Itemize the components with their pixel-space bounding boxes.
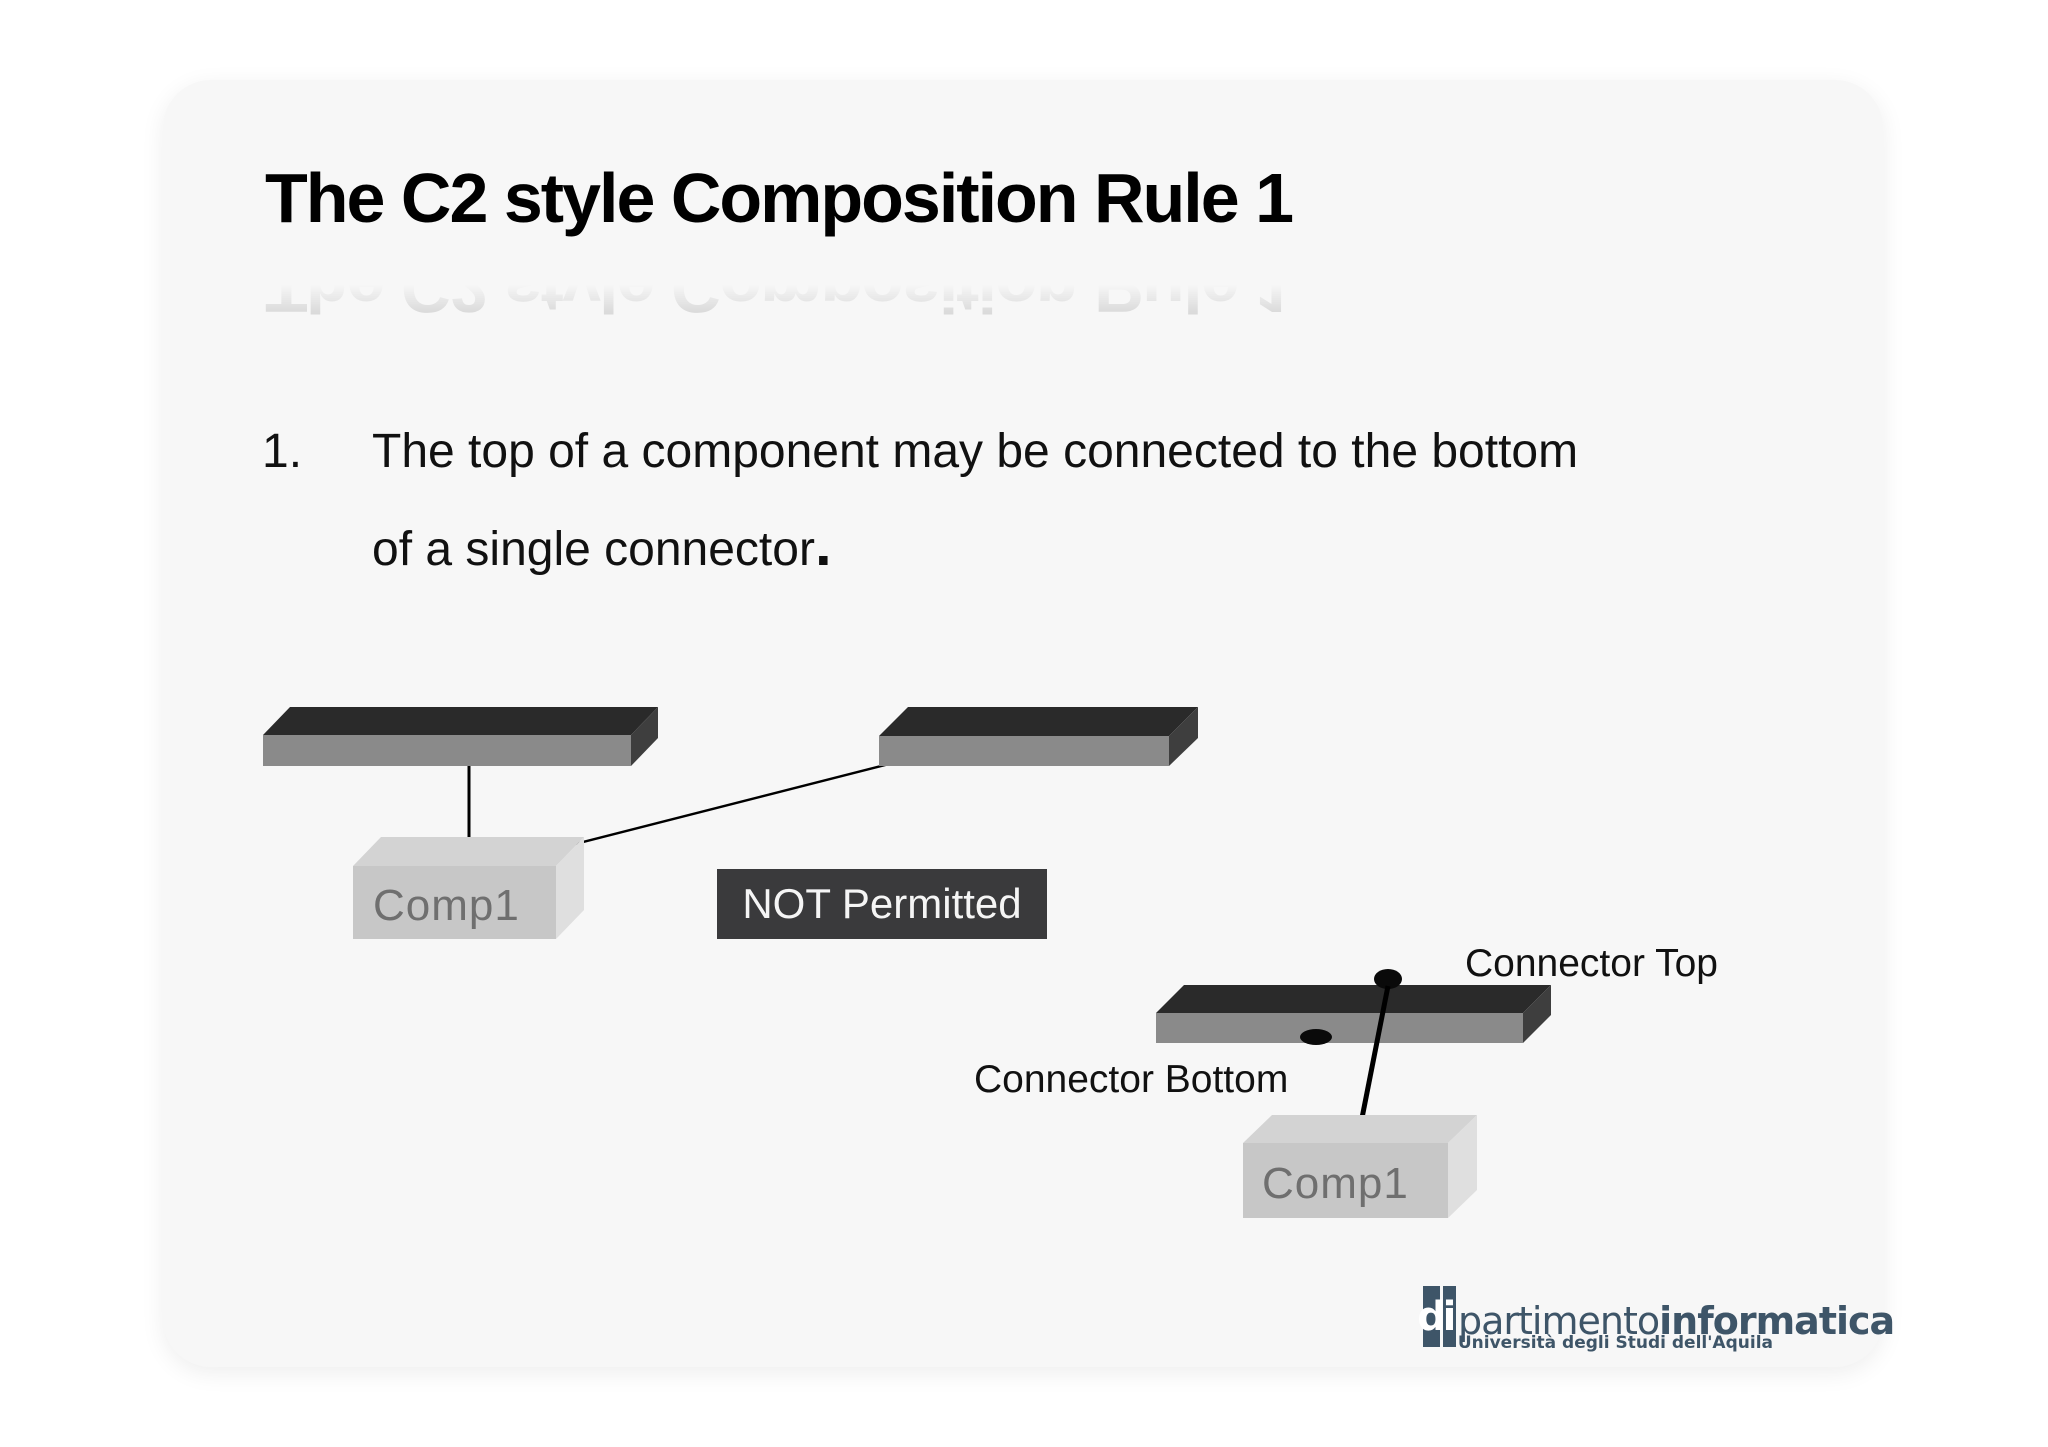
component2-side-face [1448,1115,1477,1218]
connector-top-label: Connector Top [1465,942,1718,985]
connector3-front-face [1156,1013,1523,1043]
logo-wordmark-row: d i partimentoinformatica [1417,1286,1895,1347]
bullet-number: 1. [262,425,303,478]
component2: Comp1 [1243,1115,1477,1218]
component2-front-face [1243,1143,1448,1218]
connector1 [263,707,658,766]
connector2 [879,707,1198,766]
connector1-top-face [263,707,658,735]
logo-wordmark-regular: partimento [1458,1299,1660,1343]
connector2-side-face [1169,707,1198,766]
connector3 [1156,969,1551,1045]
bullet-period: . [814,511,832,578]
connector2-top-face [879,707,1198,736]
connector3-side-face [1523,985,1551,1043]
top-port-connection-line [1359,985,1391,1119]
component1-side-face [556,837,584,939]
connector1-front-face [263,735,631,766]
bullet-text-line2-body: of a single connector [372,523,815,576]
not-permitted-badge: NOT Permitted [717,869,1047,939]
department-logo: d i partimentoinformatica Università deg… [1417,1286,1895,1353]
connector-bottom-port-dot [1300,1029,1332,1045]
component1-front-face [353,866,556,939]
logo-wordmark-bold: informatica [1659,1299,1895,1343]
slide-title: The C2 style Composition Rule 1 [265,159,1294,237]
component2-label: Comp1 [1262,1159,1409,1208]
logo-d-block: d [1417,1286,1446,1347]
logo-wordmark: partimentoinformatica [1458,1299,1895,1343]
bullet-text-line2: of a single connector. [372,515,832,577]
component1: Comp1 [353,837,584,939]
connector2-front-face [879,736,1169,766]
logo-subtitle: Università degli Studi dell'Aquila [1457,1333,1773,1353]
connector-top-port-dot [1374,969,1402,989]
connector3-top-face [1156,985,1551,1013]
logo-i-block: i [1443,1286,1456,1347]
bullet-text-line1: The top of a component may be connected … [372,425,1579,478]
connector-bottom-label: Connector Bottom [974,1058,1289,1101]
component1-label: Comp1 [373,881,520,930]
connector1-side-face [631,707,658,766]
component2-top-face [1243,1115,1477,1143]
component1-top-face [353,837,584,866]
